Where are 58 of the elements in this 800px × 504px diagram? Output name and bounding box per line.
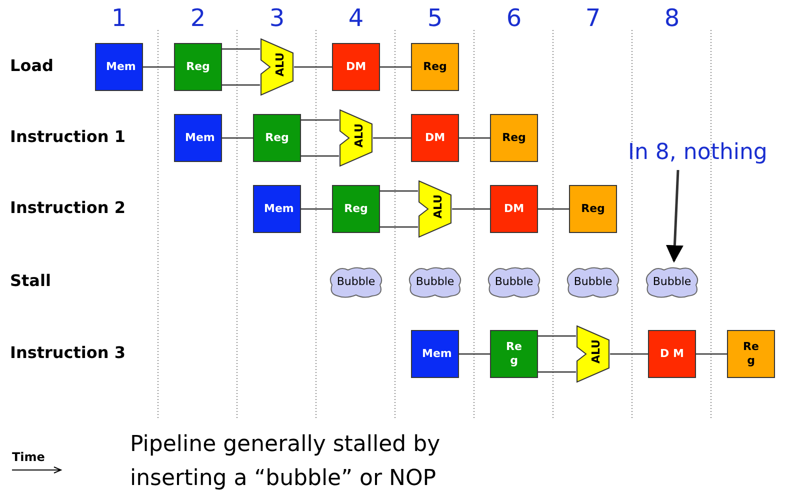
stage-number: 8 — [663, 4, 681, 32]
axis-label: Time — [12, 450, 45, 464]
stage-number: 1 — [110, 4, 128, 32]
row-label: Stall — [10, 271, 51, 290]
alu-shape: ALU — [418, 180, 452, 238]
bubble-cloud: Bubble — [407, 265, 463, 299]
stage-number: 4 — [347, 4, 365, 32]
stage-number: 7 — [584, 4, 602, 32]
register-box: Reg — [569, 185, 617, 233]
wire — [373, 137, 411, 139]
wire — [452, 208, 490, 210]
register-box: Re g — [727, 330, 775, 378]
memory-box: Mem — [174, 114, 222, 162]
memory-box: Mem — [253, 185, 301, 233]
stage-number: 5 — [426, 4, 444, 32]
data-memory-box: DM — [490, 185, 538, 233]
bubble-cloud: Bubble — [328, 265, 384, 299]
wire — [294, 66, 332, 68]
row-label: Load — [10, 56, 54, 75]
annotation-text: In 8, nothing — [628, 140, 768, 165]
bubble-cloud: Bubble — [486, 265, 542, 299]
data-memory-box: D M — [648, 330, 696, 378]
wire — [459, 353, 490, 355]
wire — [301, 208, 332, 210]
stage-number: 2 — [189, 4, 207, 32]
wire — [538, 208, 569, 210]
register-box: Reg — [332, 185, 380, 233]
row-label: Instruction 2 — [10, 198, 126, 217]
register-box: Reg — [174, 43, 222, 91]
alu-shape: ALU — [339, 109, 373, 167]
stage-number: 6 — [505, 4, 523, 32]
bubble-cloud: Bubble — [565, 265, 621, 299]
wire — [300, 119, 340, 157]
wire — [143, 66, 174, 68]
wire — [537, 335, 577, 373]
wire — [459, 137, 490, 139]
caption-text: Pipeline generally stalled by inserting a “bubble” or NOP — [130, 431, 442, 493]
memory-box: Mem — [411, 330, 459, 378]
alu-shape: ALU — [576, 325, 610, 383]
register-box: Re g — [490, 330, 538, 378]
data-memory-box: DM — [411, 114, 459, 162]
register-box: Reg — [411, 43, 459, 91]
wire — [610, 353, 648, 355]
bubble-cloud: Bubble — [644, 265, 700, 299]
memory-box: Mem — [95, 43, 143, 91]
stage-number: 3 — [268, 4, 286, 32]
row-label: Instruction 3 — [10, 343, 126, 362]
wire — [380, 66, 411, 68]
arrow — [666, 170, 684, 263]
register-box: Reg — [253, 114, 301, 162]
register-box: Reg — [490, 114, 538, 162]
data-memory-box: DM — [332, 43, 380, 91]
alu-shape: ALU — [260, 38, 294, 96]
wire — [222, 137, 253, 139]
wire — [379, 190, 419, 228]
row-label: Instruction 1 — [10, 127, 126, 146]
wire — [221, 48, 261, 86]
wire — [696, 353, 727, 355]
